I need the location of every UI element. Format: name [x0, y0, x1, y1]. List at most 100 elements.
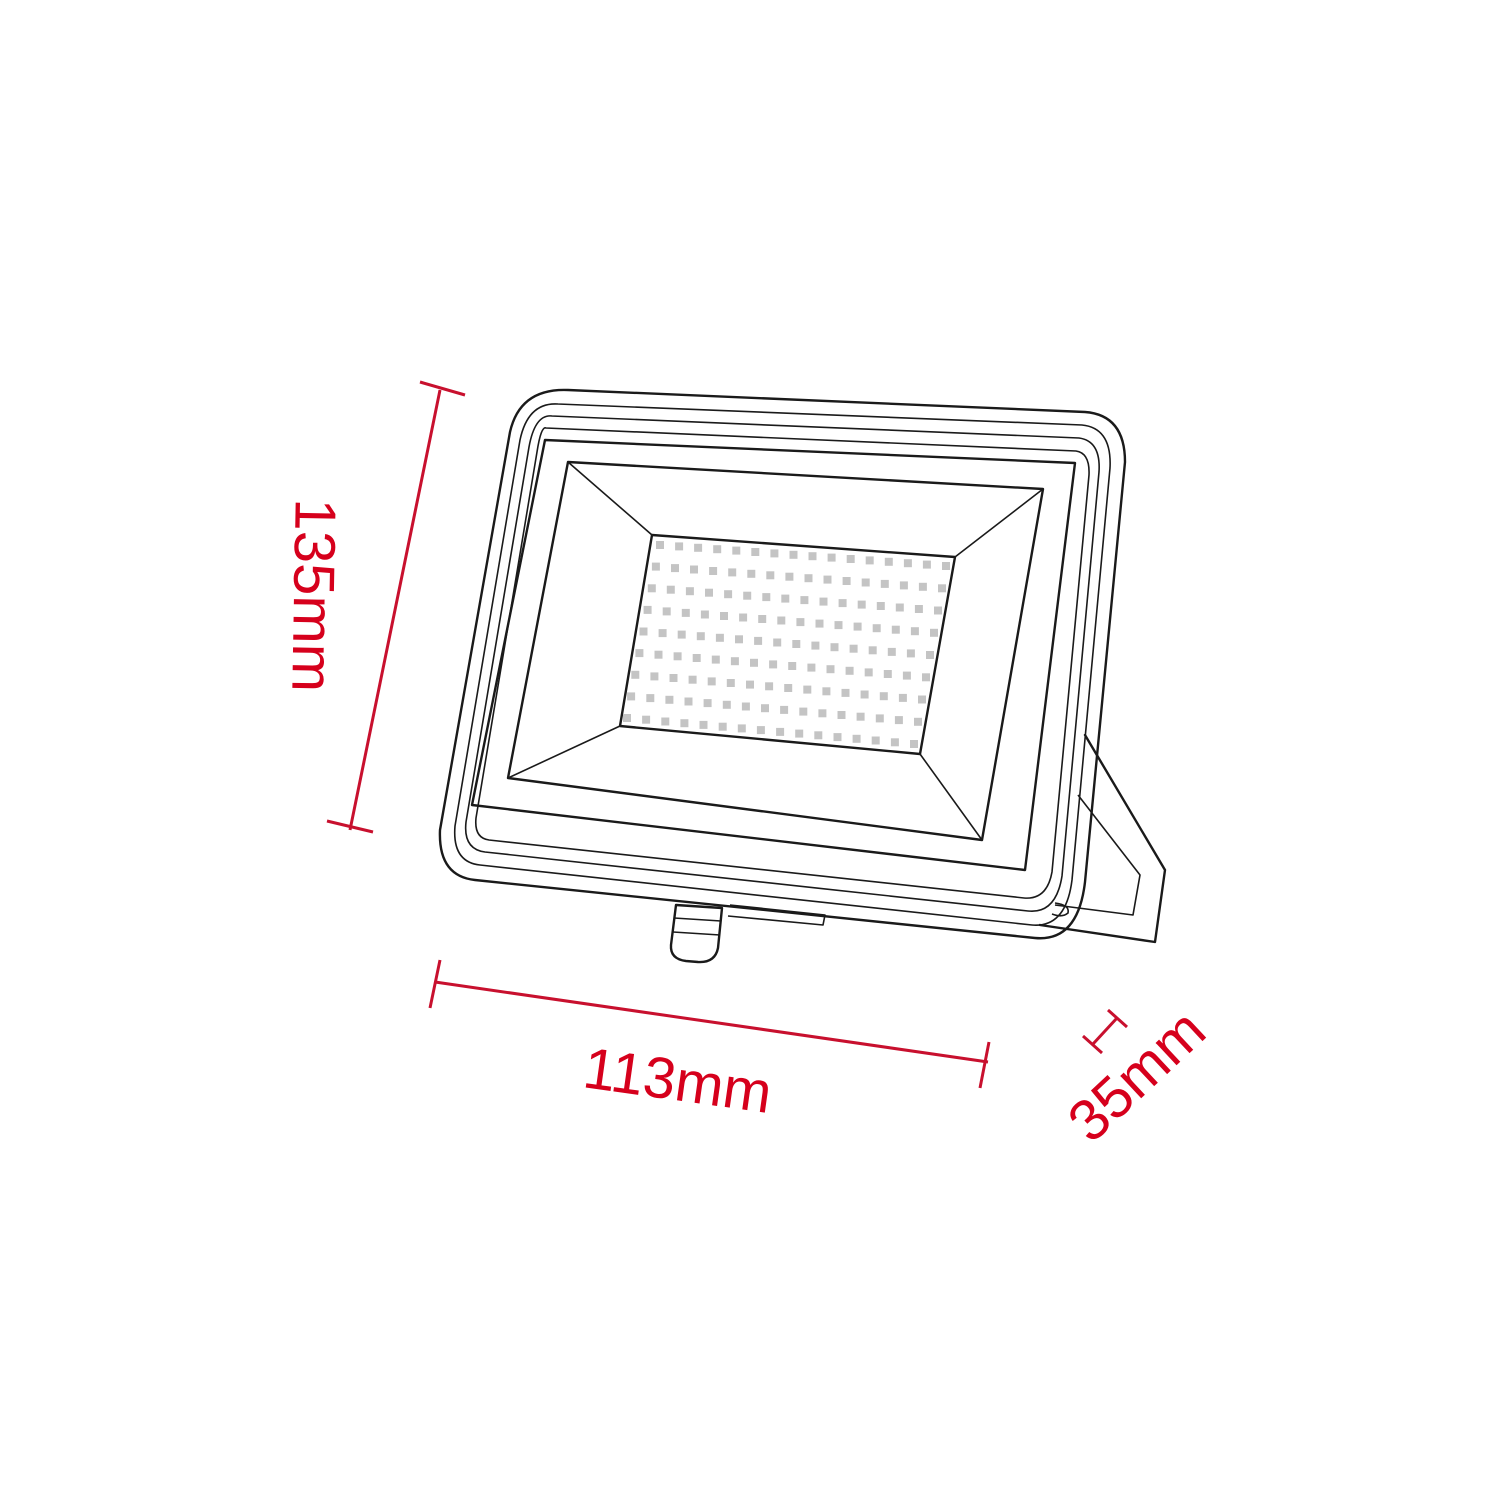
led-chip: [818, 709, 827, 718]
led-chip: [711, 655, 720, 664]
led-chip: [883, 670, 892, 678]
led-chip: [781, 594, 790, 603]
led-chip: [930, 628, 938, 637]
height-dimension: 135mm: [279, 380, 466, 834]
led-chip: [875, 714, 884, 723]
led-chip: [792, 640, 801, 648]
led-chip: [906, 649, 915, 658]
led-chip: [635, 649, 644, 658]
led-chip: [857, 600, 866, 609]
led-chip: [722, 700, 731, 709]
led-chip: [799, 707, 808, 716]
led-chip: [642, 715, 651, 724]
led-chip: [741, 702, 750, 711]
led-chip: [864, 668, 873, 677]
led-chip: [833, 733, 842, 742]
led-chip: [690, 565, 698, 574]
led-chip: [773, 638, 782, 647]
led-chip: [918, 695, 926, 704]
width-dimension-tick-right: [978, 1041, 991, 1089]
led-chip: [903, 559, 912, 568]
height-dimension-line: [348, 389, 442, 831]
led-chip: [822, 687, 831, 696]
led-chip: [789, 550, 798, 559]
led-chip: [623, 714, 631, 722]
led-chip: [845, 666, 854, 675]
mounting-bracket: [1038, 733, 1167, 944]
led-chip: [890, 738, 899, 747]
depth-dimension-tick-top: [1106, 1008, 1129, 1029]
led-chip: [838, 599, 847, 608]
led-chip: [807, 663, 816, 672]
led-chip: [718, 722, 727, 731]
led-chip: [666, 585, 675, 594]
led-chip: [784, 684, 793, 692]
led-chip: [827, 553, 836, 562]
led-chip: [658, 629, 667, 638]
led-chip: [720, 612, 728, 620]
led-chip: [709, 567, 718, 575]
led-chip: [880, 579, 889, 588]
led-chip: [891, 625, 900, 634]
led-chip: [910, 740, 918, 748]
led-chip: [803, 685, 812, 694]
led-chip: [780, 705, 789, 714]
led-chip: [761, 704, 769, 713]
led-chip: [853, 622, 862, 631]
led-chip: [713, 545, 722, 554]
led-chip: [751, 548, 760, 556]
led-chip: [643, 605, 652, 614]
led-chip: [680, 719, 689, 728]
height-label: 135mm: [279, 498, 347, 693]
led-chip: [650, 672, 659, 681]
led-chip: [922, 673, 930, 682]
led-chip: [926, 651, 934, 659]
height-dimension-tick-top: [419, 380, 466, 397]
led-chip: [627, 692, 636, 701]
led-chip: [746, 680, 754, 689]
led-chip: [860, 690, 869, 699]
led-chip: [765, 682, 774, 691]
led-chip: [673, 652, 682, 661]
led-chip: [776, 727, 785, 736]
led-chip: [796, 618, 805, 627]
width-dimension-tick-left: [428, 959, 442, 1009]
led-chip: [819, 597, 828, 606]
led-chip: [762, 593, 771, 602]
led-chip: [737, 724, 746, 733]
led-chip: [732, 546, 741, 555]
led-chip: [647, 584, 656, 593]
led-chip: [887, 647, 896, 656]
led-chip: [699, 720, 708, 729]
led-chip: [895, 603, 904, 612]
led-chip: [739, 613, 748, 622]
led-chip: [846, 555, 855, 563]
led-chip: [861, 578, 870, 587]
led-chip: [898, 693, 907, 702]
led-chip: [707, 677, 716, 686]
led-chip: [654, 650, 663, 659]
housing-frame: [438, 388, 1127, 940]
led-chip: [884, 557, 893, 566]
led-chip: [692, 654, 701, 662]
led-chip: [685, 587, 694, 596]
led-chip: [856, 712, 865, 721]
led-chip: [841, 688, 850, 697]
cable-gland: [669, 903, 826, 964]
led-chip: [872, 624, 881, 633]
led-chip: [814, 731, 823, 740]
led-chip: [735, 635, 743, 644]
led-chip: [728, 568, 737, 577]
led-chip: [669, 674, 678, 682]
depth-label: 35mm: [1056, 997, 1218, 1154]
led-chip: [871, 736, 880, 745]
led-chip: [724, 590, 733, 599]
led-chip: [938, 584, 946, 593]
led-chip: [694, 543, 703, 552]
led-chip: [914, 605, 923, 613]
led-chip: [902, 671, 911, 680]
depth-dimension-tick-bottom: [1081, 1034, 1104, 1055]
led-chip: [730, 657, 739, 666]
led-chip: [766, 571, 775, 580]
led-chip: [918, 582, 927, 591]
